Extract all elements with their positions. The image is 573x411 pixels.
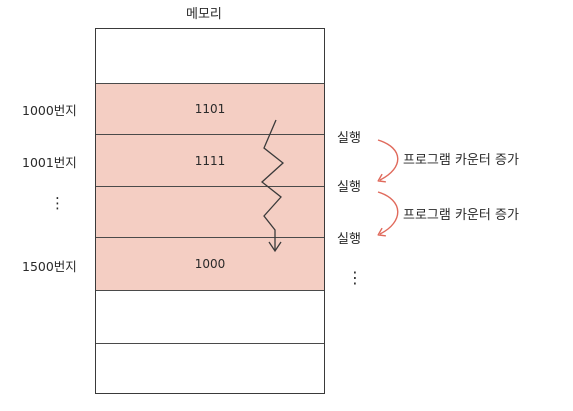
memory-row-1000: 1101	[96, 83, 324, 134]
memory-row	[96, 343, 324, 395]
memory-block: 1101 1111 1000	[95, 28, 325, 394]
cell-value: 1101	[194, 102, 226, 116]
address-label-1000: 1000번지	[22, 103, 77, 118]
execute-label-1: 실행	[337, 131, 361, 146]
execution-flow-arrow	[260, 119, 285, 250]
execute-label-3: 실행	[337, 232, 361, 247]
pc-increment-label-2: 프로그램 카운터 증가	[403, 208, 519, 223]
memory-title: 메모리	[186, 7, 222, 22]
memory-row-1001: 1111	[96, 134, 324, 186]
address-label-1001: 1001번지	[22, 155, 77, 170]
cell-value: 1111	[194, 153, 226, 168]
cell-value: 1000	[194, 257, 226, 271]
execute-label-2: 실행	[337, 180, 361, 195]
pc-increment-arrow-1	[377, 139, 399, 183]
pc-increment-arrow-2	[377, 191, 399, 237]
execution-flow-arrowhead	[268, 241, 282, 253]
pc-increment-label-1: 프로그램 카운터 증가	[403, 153, 519, 168]
memory-row-1500: 1000	[96, 237, 324, 290]
memory-row-gap	[96, 186, 324, 237]
address-label-1500: 1500번지	[22, 259, 77, 274]
memory-row	[96, 290, 324, 343]
